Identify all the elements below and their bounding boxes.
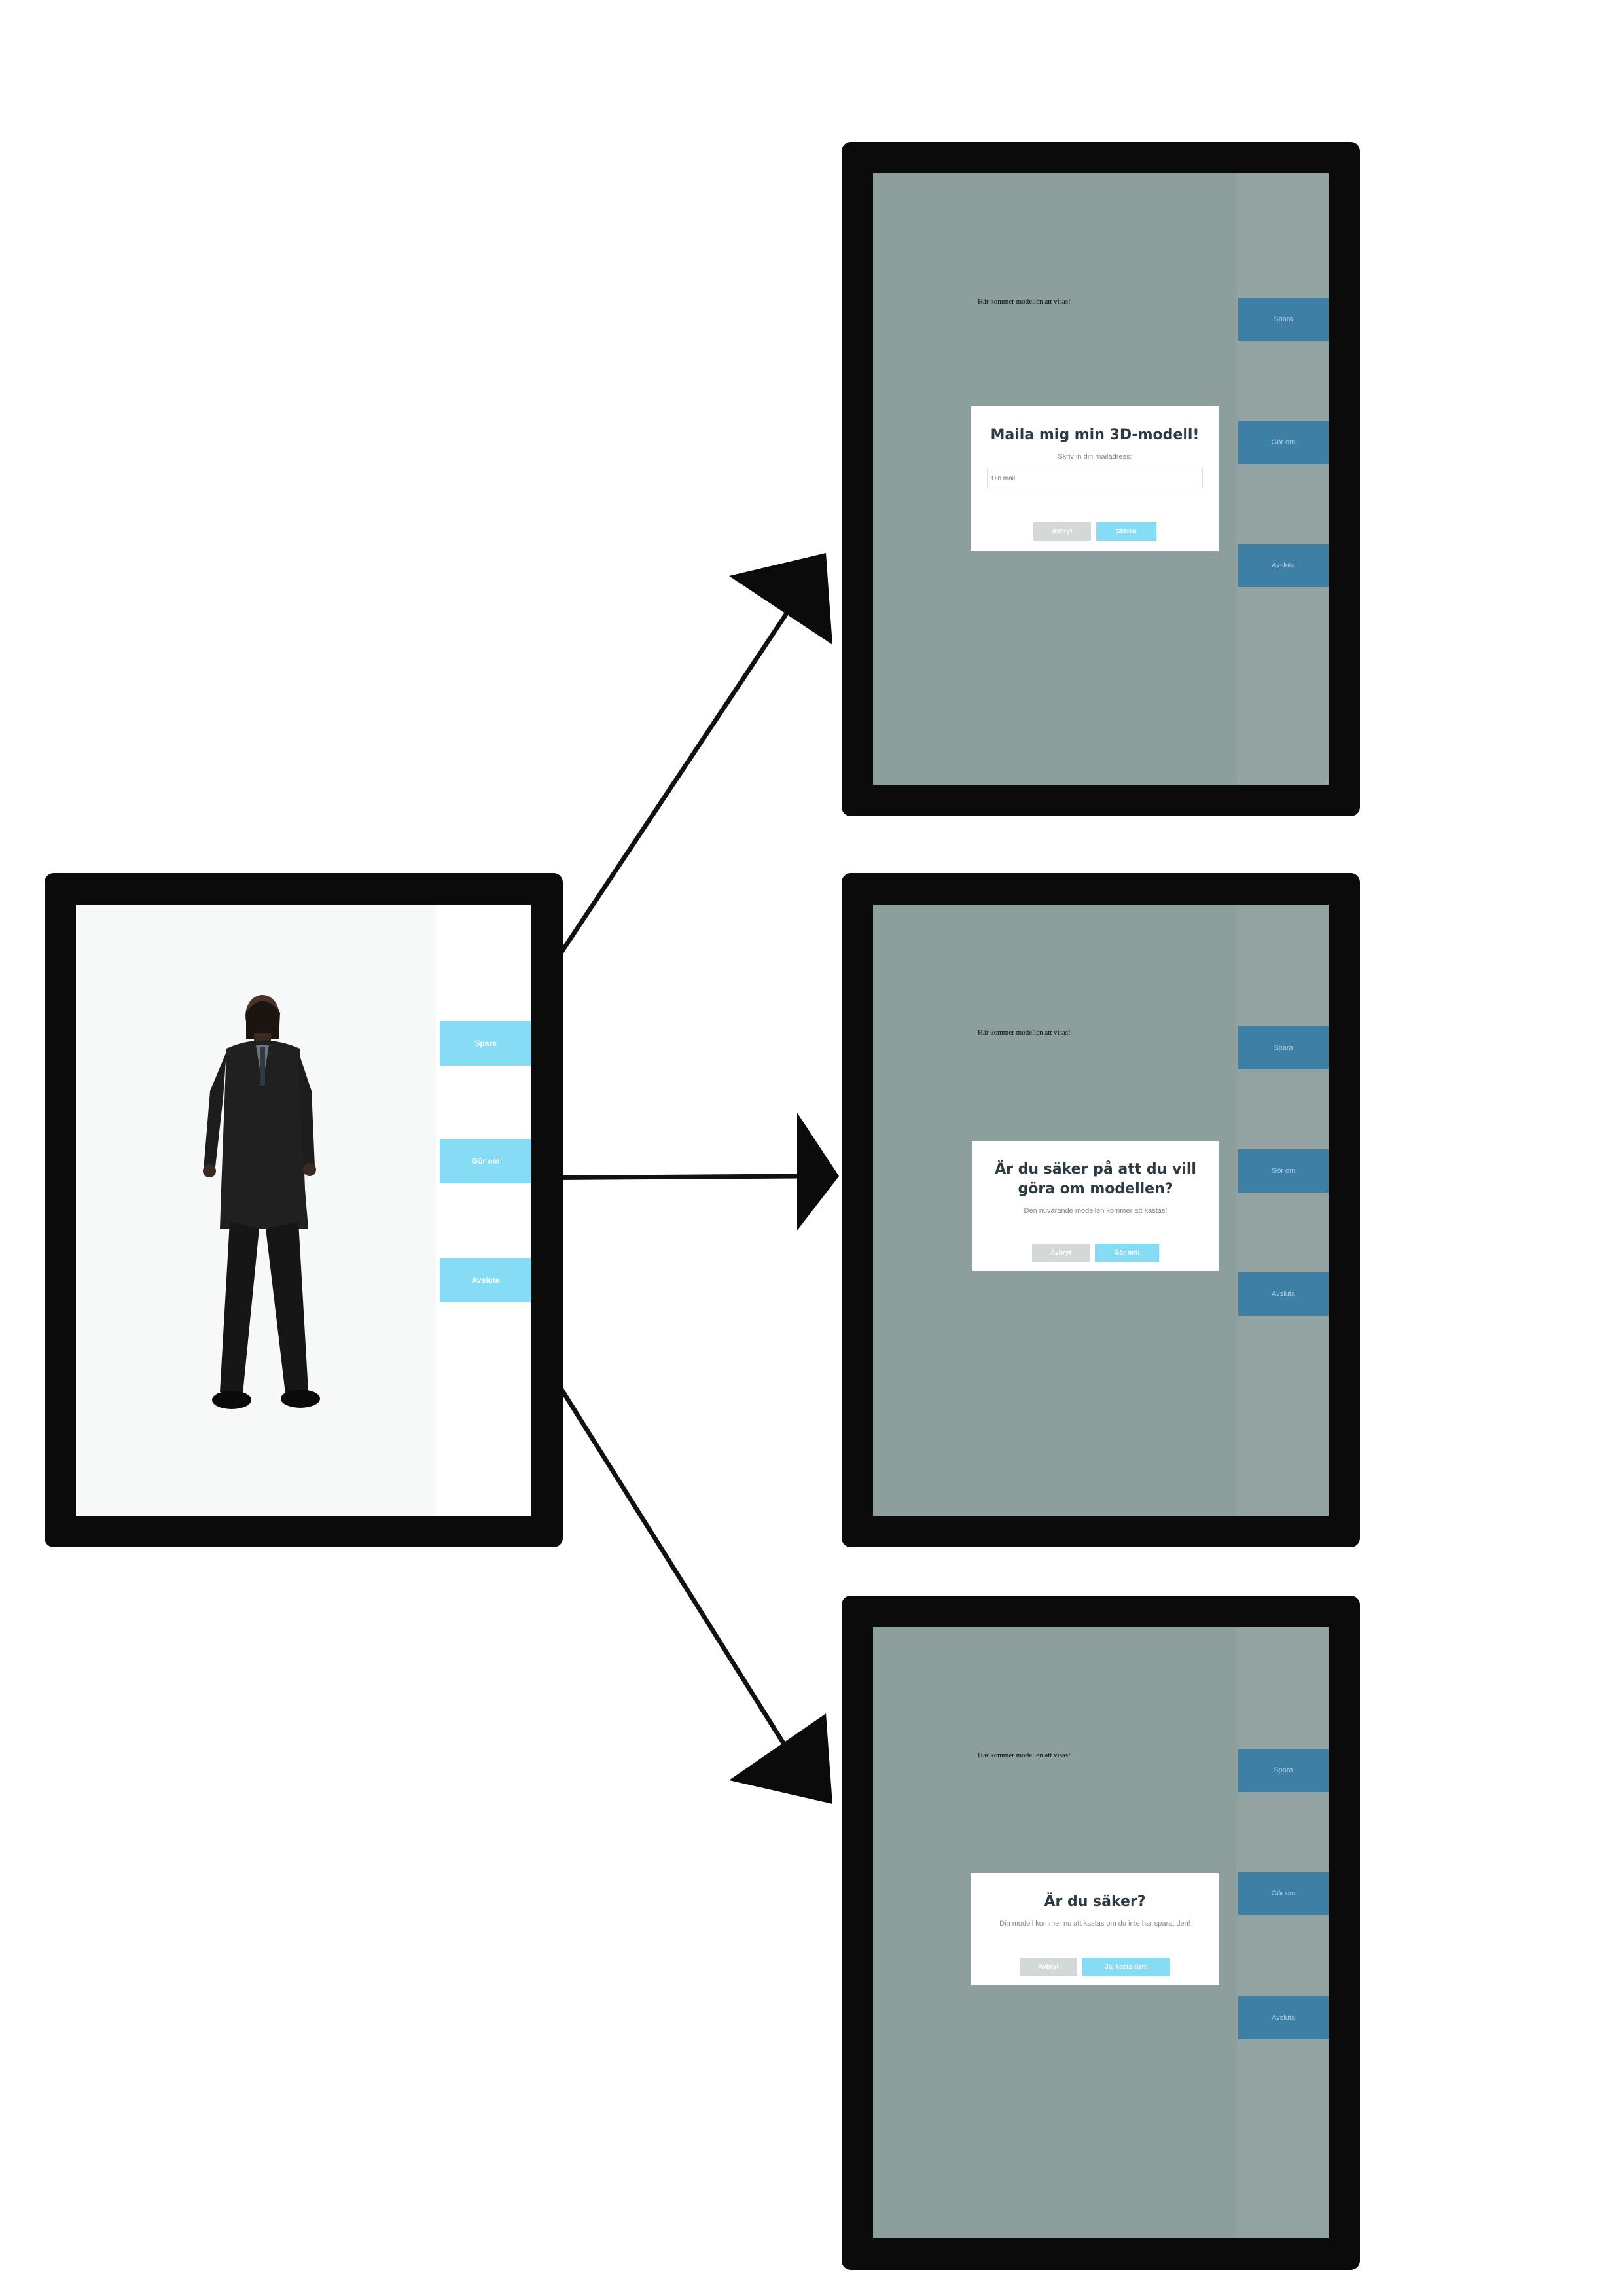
redo-button[interactable]: Gör om (1238, 1149, 1329, 1193)
main-screen: Spara Gör om Avsluta (76, 905, 531, 1516)
save-button[interactable]: Spara (1238, 1749, 1329, 1792)
main-side-panel: Spara Gör om Avsluta (436, 905, 531, 1516)
redo-screen-frame: Här kommer modellen att visas! Spara Gör… (842, 873, 1360, 1547)
main-screen-frame: Spara Gör om Avsluta (45, 873, 563, 1547)
quit-button[interactable]: Avsluta (440, 1258, 531, 1302)
redo-button[interactable]: Gör om (1238, 1872, 1329, 1915)
save-button[interactable]: Spara (440, 1021, 531, 1066)
redo-button[interactable]: Gör om (440, 1139, 531, 1183)
arrowhead-save (729, 553, 832, 645)
email-screen: Här kommer modellen att visas! Spara Gör… (873, 173, 1329, 785)
character-model-image (203, 995, 320, 1409)
email-dialog: Maila mig min 3D-modell! Skriv in din ma… (971, 406, 1219, 551)
model-placeholder-text: Här kommer modellen att visas! (978, 1029, 1071, 1037)
dialog-prompt: Skriv in din mailadress: (1058, 453, 1132, 461)
model-placeholder-text: Här kommer modellen att visas! (978, 1751, 1071, 1759)
dialog-title: Är du säker på att du vill göra om model… (995, 1161, 1196, 1197)
dialog-message: Den nuvarande modellen kommer att kastas… (1024, 1207, 1168, 1215)
send-button[interactable]: Skicka (1096, 522, 1156, 541)
quit-button[interactable]: Avsluta (1238, 544, 1329, 587)
quit-button[interactable]: Avsluta (1238, 1996, 1329, 2039)
redo-dialog: Är du säker på att du vill göra om model… (972, 1141, 1219, 1271)
redo-button[interactable]: Gör om (1238, 421, 1329, 464)
side-panel: Spara Gör om Avsluta (1237, 173, 1329, 785)
cancel-button[interactable]: Avbryt (1033, 522, 1091, 541)
quit-button[interactable]: Avsluta (1238, 1272, 1329, 1316)
dialog-title: Är du säker? (1044, 1893, 1146, 1910)
arrowhead-redo (797, 1113, 839, 1230)
email-input[interactable] (987, 469, 1203, 488)
redo-screen: Här kommer modellen att visas! Spara Gör… (873, 905, 1329, 1516)
dialog-actions: Avbryt Skicka (971, 522, 1219, 541)
save-button[interactable]: Spara (1238, 1026, 1329, 1069)
arrowhead-quit (729, 1713, 832, 1804)
email-screen-frame: Här kommer modellen att visas! Spara Gör… (842, 142, 1360, 816)
quit-dialog: Är du säker? Din modell kommer nu att ka… (971, 1873, 1219, 1985)
confirm-quit-button[interactable]: Ja, kasta den! (1082, 1958, 1170, 1976)
quit-screen-frame: Här kommer modellen att visas! Spara Gör… (842, 1596, 1360, 2270)
dialog-title: Maila mig min 3D-modell! (990, 427, 1200, 443)
side-panel: Spara Gör om Avsluta (1237, 905, 1329, 1516)
cancel-button[interactable]: Avbryt (1032, 1244, 1090, 1262)
confirm-redo-button[interactable]: Gör om! (1095, 1244, 1159, 1262)
dialog-actions: Avbryt Gör om! (972, 1244, 1219, 1262)
save-button[interactable]: Spara (1238, 298, 1329, 341)
model-placeholder-text: Här kommer modellen att visas! (978, 298, 1071, 306)
side-panel: Spara Gör om Avsluta (1237, 1627, 1329, 2238)
dialog-message: Din modell kommer nu att kastas om du in… (999, 1920, 1190, 1928)
quit-screen: Här kommer modellen att visas! Spara Gör… (873, 1627, 1329, 2238)
cancel-button[interactable]: Avbryt (1020, 1958, 1077, 1976)
dialog-actions: Avbryt Ja, kasta den! (971, 1958, 1219, 1976)
